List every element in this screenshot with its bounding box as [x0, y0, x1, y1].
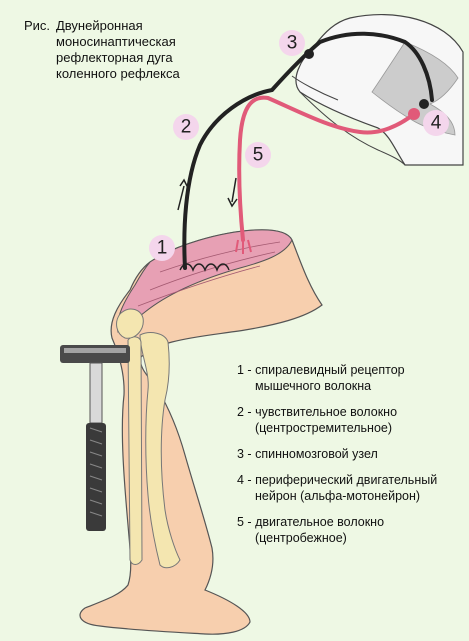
legend-item-2-text-cont: (центростремительное): [255, 421, 393, 435]
marker-5-label: 5: [253, 145, 264, 166]
figure-caption: Рис. Двунейронная моносинаптическая рефле…: [24, 18, 180, 82]
marker-4: 4: [423, 110, 449, 136]
legend-item-5-number: 5: [237, 515, 244, 529]
legend-item-1-separator: -: [243, 363, 256, 377]
sensory-fiber: [179, 31, 434, 272]
legend-item-1-text-cont: мышечного волокна: [255, 379, 372, 393]
leg-bones: [116, 308, 181, 569]
caption-prefix: Рис.: [24, 18, 51, 33]
legend-item-4-number: 4: [237, 473, 244, 487]
legend-item-5: 5 - двигательное волокно (центробежное): [237, 514, 465, 546]
legend-item-2: 2 - чувствительное волокно (центростреми…: [237, 404, 465, 436]
legend-item-3-text: спинномозговой узел: [255, 447, 378, 461]
legend-item-5-text: двигательное волокно: [255, 515, 385, 529]
legend-item-3-separator: -: [243, 447, 256, 461]
legend-item-4-text-cont: нейрон (альфа-мотонейрон): [255, 489, 421, 503]
legend-item-3-number: 3: [237, 447, 244, 461]
legend-item-1-number: 1: [237, 363, 244, 377]
legend-item-2-text: чувствительное волокно: [255, 405, 398, 419]
marker-3-label: 3: [287, 33, 298, 54]
legend-item-2-separator: -: [243, 405, 256, 419]
quadriceps-muscle: [116, 229, 293, 333]
legend-item-5-text-cont: (центробежное): [255, 531, 347, 545]
legend: 1 - спиралевидный рецептор мышечного вол…: [237, 362, 465, 556]
marker-1: 1: [149, 235, 175, 261]
legend-item-4-text: периферический двигательный: [255, 473, 438, 487]
marker-1-label: 1: [157, 238, 168, 259]
reflex-hammer: [60, 345, 130, 531]
caption-line-2: моносинаптическая: [56, 34, 176, 49]
marker-2: 2: [173, 114, 199, 140]
legend-item-4: 4 - периферический двигательный нейрон (…: [237, 472, 465, 504]
legend-item-5-separator: -: [243, 515, 256, 529]
motor-fiber: [235, 95, 420, 254]
spinal-cord-section: [291, 13, 464, 166]
marker-5: 5: [245, 142, 271, 168]
caption-line-1: Двунейронная: [56, 18, 143, 33]
legend-item-1-text: спиралевидный рецептор: [255, 363, 405, 377]
legend-item-2-number: 2: [237, 405, 244, 419]
caption-line-3: рефлекторная дуга: [56, 50, 173, 65]
marker-2-label: 2: [181, 117, 192, 138]
marker-3: 3: [279, 30, 305, 56]
legend-item-3: 3 - спинномозговой узел: [237, 446, 465, 462]
caption-line-4: коленного рефлекса: [56, 66, 180, 81]
legend-item-1: 1 - спиралевидный рецептор мышечного вол…: [237, 362, 465, 394]
direction-arrows: [177, 177, 238, 211]
marker-4-label: 4: [431, 113, 442, 134]
legend-item-4-separator: -: [243, 473, 256, 487]
